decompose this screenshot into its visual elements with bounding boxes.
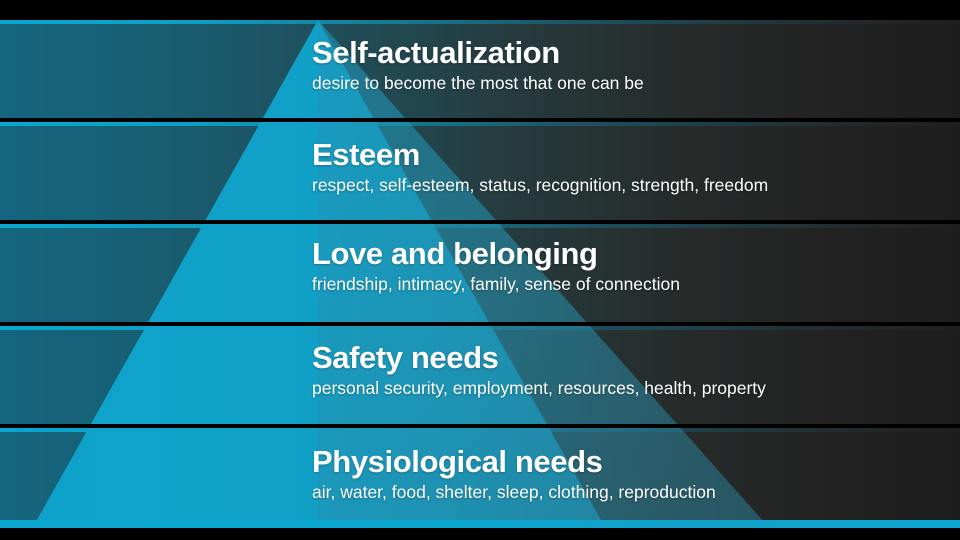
pyramid-base-bar: [0, 520, 960, 528]
tier-text-5: Physiological needs air, water, food, sh…: [312, 444, 716, 502]
tier-band-safety-needs: Safety needs personal security, employme…: [0, 326, 960, 424]
band-top-rule-4: [0, 326, 960, 330]
tier-subtitle-4: personal security, employment, resources…: [312, 377, 766, 398]
tier-subtitle-3: friendship, intimacy, family, sense of c…: [312, 273, 680, 294]
tier-title-4: Safety needs: [312, 340, 499, 375]
tier-band-self-actualization: Self-actualization desire to become the …: [0, 20, 960, 118]
tier-band-physiological-needs: Physiological needs air, water, food, sh…: [0, 428, 960, 520]
band-top-rule-5: [0, 428, 960, 432]
tier-text-2: Esteem respect, self-esteem, status, rec…: [312, 137, 769, 195]
tier-text-3: Love and belonging friendship, intimacy,…: [312, 236, 680, 294]
band-top-rule-3: [0, 224, 960, 228]
band-top-rule-2: [0, 122, 960, 126]
tier-title-5: Physiological needs: [312, 444, 603, 479]
tier-text-1: Self-actualization desire to become the …: [312, 35, 644, 93]
tier-title-3: Love and belonging: [312, 236, 598, 271]
tier-subtitle-5: air, water, food, shelter, sleep, clothi…: [312, 481, 716, 502]
tier-band-esteem: Esteem respect, self-esteem, status, rec…: [0, 122, 960, 220]
tier-title-1: Self-actualization: [312, 35, 560, 70]
tier-subtitle-2: respect, self-esteem, status, recognitio…: [312, 174, 769, 195]
band-top-rule-1: [0, 20, 960, 24]
tier-text-4: Safety needs personal security, employme…: [312, 340, 766, 398]
tier-title-2: Esteem: [312, 137, 420, 172]
tier-band-love-and-belonging: Love and belonging friendship, intimacy,…: [0, 224, 960, 322]
band-gradient-1: [0, 20, 960, 118]
tier-subtitle-1: desire to become the most that one can b…: [312, 72, 644, 93]
